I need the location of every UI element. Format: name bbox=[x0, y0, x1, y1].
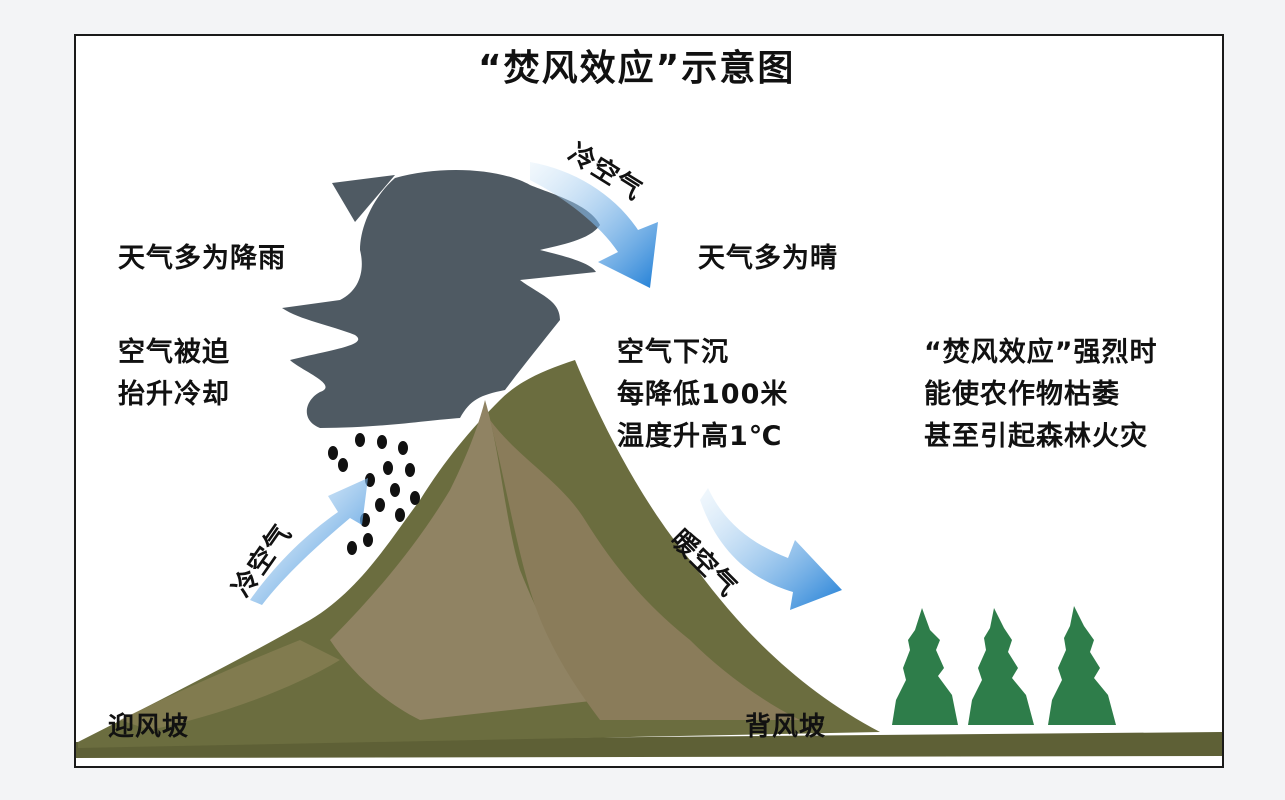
windward-air-line-1: 空气被迫 bbox=[118, 337, 230, 368]
tree bbox=[968, 608, 1034, 725]
windward-air-line-2: 抬升冷却 bbox=[118, 379, 230, 410]
windward-air-text: 空气被迫 抬升冷却 bbox=[118, 332, 230, 416]
effect-line-3: 甚至引起森林火灾 bbox=[924, 421, 1148, 452]
tree bbox=[892, 608, 958, 725]
warm-air-arrow bbox=[700, 488, 842, 610]
leeward-air-line-2: 每降低100米 bbox=[617, 379, 789, 410]
mountain bbox=[78, 360, 880, 748]
windward-weather-text: 天气多为降雨 bbox=[118, 243, 286, 274]
tree bbox=[1048, 606, 1116, 725]
ground bbox=[76, 732, 1222, 758]
trees bbox=[892, 606, 1116, 725]
cold-air-rising-arrow bbox=[250, 478, 368, 605]
windward-slope-label: 迎风坡 bbox=[108, 712, 190, 742]
leeward-weather-text: 天气多为晴 bbox=[698, 243, 838, 274]
effect-line-1: “焚风效应”强烈时 bbox=[924, 337, 1158, 368]
diagram-title: “焚风效应”示意图 bbox=[478, 48, 796, 89]
rain-cloud bbox=[282, 169, 600, 428]
leeward-air-line-3: 温度升高1℃ bbox=[617, 421, 783, 452]
cold-air-descending-arrow bbox=[530, 162, 658, 288]
leeward-air-text: 空气下沉 每降低100米 温度升高1℃ bbox=[617, 332, 788, 458]
leeward-air-line-1: 空气下沉 bbox=[617, 337, 729, 368]
raindrops bbox=[328, 433, 420, 555]
leeward-slope-label: 背风坡 bbox=[745, 712, 827, 742]
effect-line-2: 能使农作物枯萎 bbox=[924, 379, 1120, 410]
foehn-effect-text: “焚风效应”强烈时 能使农作物枯萎 甚至引起森林火灾 bbox=[924, 332, 1158, 458]
